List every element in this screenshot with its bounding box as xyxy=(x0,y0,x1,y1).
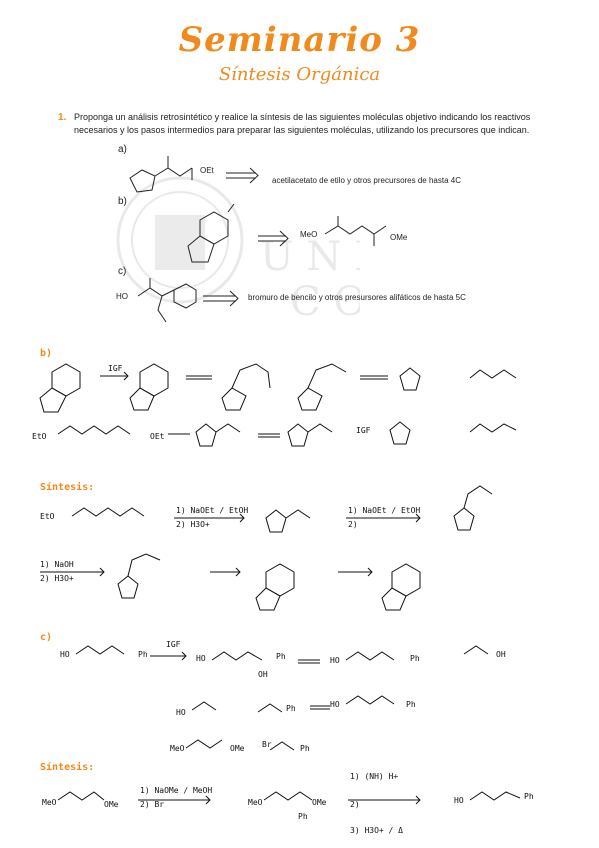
part-b-left-group: MeO xyxy=(300,230,318,239)
part-a-label: a) xyxy=(118,144,127,155)
part-c-group: HO xyxy=(116,292,128,301)
ome-label-1: OMe xyxy=(230,744,245,753)
part-c-label: c) xyxy=(118,266,127,277)
ho-label-3: HO xyxy=(330,656,340,665)
ige-label-2: IGF xyxy=(356,426,371,435)
handwritten-b-label: b) xyxy=(40,348,53,359)
part-b-right-group: OMe xyxy=(390,233,408,242)
part-a-group: OEt xyxy=(200,166,214,175)
ho-label-2: HO xyxy=(196,654,206,663)
svg-text:U N I: U N I xyxy=(260,234,360,280)
part-b-label: b) xyxy=(118,196,127,207)
question-number: 1. xyxy=(58,112,67,123)
oh-label-2: OH xyxy=(496,650,506,659)
meo-label-1: MeO xyxy=(170,744,185,753)
s2-reagent-c: 3) H3O+ / Δ xyxy=(350,826,403,835)
ige-label-1: IGF xyxy=(108,364,123,373)
ph-label-7: Ph xyxy=(298,812,308,821)
s2-reagent-b: 2) xyxy=(350,800,360,809)
ph-label-6: Ph xyxy=(300,744,310,753)
ph-label-3: Ph xyxy=(410,654,420,663)
br-label-1: Br xyxy=(262,740,272,749)
ho-label-6: HO xyxy=(454,796,464,805)
page-subtitle: Síntesis Orgánica xyxy=(218,64,381,85)
university-crest-watermark: U N I C O M xyxy=(110,160,360,320)
sintesis-header-2: Síntesis: xyxy=(40,762,95,773)
ige-label-3: IGF xyxy=(166,640,181,649)
step3-reagent-b: 2) H3O+ xyxy=(40,574,74,583)
eto-label-1: EtO xyxy=(32,432,47,441)
ho-label-1: HO xyxy=(60,650,70,659)
oh-label-1: OH xyxy=(258,670,268,679)
page-title: Seminario 3 xyxy=(178,20,421,60)
part-c-reagents: bromuro de bencilo y otros presursores a… xyxy=(248,293,466,302)
step3-reagent-a: 1) NaOH xyxy=(40,560,74,569)
meo-label-2: MeO xyxy=(42,798,57,807)
oet-label-1: OEt xyxy=(150,432,165,441)
ome-label-2: OMe xyxy=(104,800,119,809)
ho-label-4: HO xyxy=(330,700,340,709)
ome-label-3: OMe xyxy=(312,798,327,807)
ph-label-5: Ph xyxy=(286,704,296,713)
svg-text:C O M: C O M xyxy=(290,279,360,320)
question-text: Proponga un análisis retrosintético y re… xyxy=(74,112,531,135)
sintesis-header-1: Síntesis: xyxy=(40,482,95,493)
part-a-reagents: acetilacetato de etilo y otros precursor… xyxy=(272,176,461,185)
meo-label-3: MeO xyxy=(248,798,263,807)
s1-reagent-b: 2) Br xyxy=(140,800,165,809)
step2-reagent-b: 2) xyxy=(348,520,358,529)
ph-label-4: Ph xyxy=(406,700,416,709)
handwritten-c-label: c) xyxy=(40,632,53,643)
step1-reagent-b: 2) H3O+ xyxy=(176,520,210,529)
step2-reagent-a: 1) NaOEt / EtOH xyxy=(348,506,421,515)
ho-label-5: HO xyxy=(176,708,186,717)
ph-label-1: Ph xyxy=(138,650,148,659)
step1-reagent-a: 1) NaOEt / EtOH xyxy=(176,506,249,515)
s1-reagent-a: 1) NaOMe / MeOH xyxy=(140,786,213,795)
eto-label-2: EtO xyxy=(40,512,55,521)
ph-label-8: Ph xyxy=(524,792,534,801)
ph-label-2: Ph xyxy=(276,652,286,661)
s2-reagent-a: 1) (NH) H+ xyxy=(350,772,399,781)
